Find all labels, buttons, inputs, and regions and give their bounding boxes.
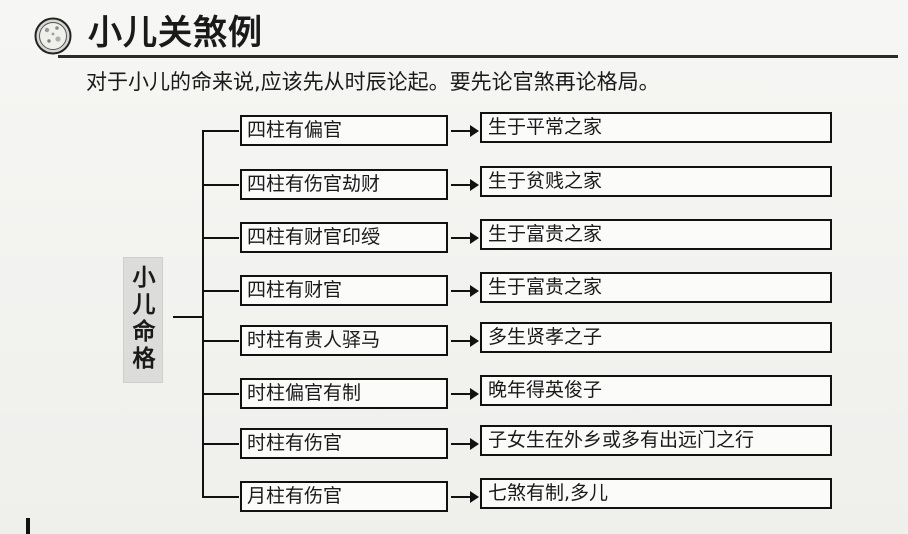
condition-text: 四柱有伤官劫财 [247, 173, 381, 195]
intro-paragraph: 对于小儿的命来说,应该先从时辰论起。要先论官煞再论格局。 [86, 70, 660, 94]
condition-text: 时柱有伤官 [247, 432, 343, 454]
result-text: 子女生在外乡或多有出远门之行 [488, 429, 755, 451]
branch-spine [202, 130, 204, 496]
section-header: 小儿关煞例 [18, 6, 908, 58]
arrow-icon [451, 285, 479, 297]
result-box: 生于贫贱之家 [480, 166, 832, 197]
root-label: 小 儿 命 格 [132, 265, 156, 372]
result-text: 生于贫贱之家 [488, 170, 603, 192]
result-box: 生于平常之家 [480, 112, 832, 143]
condition-box: 四柱有财官 [240, 275, 448, 306]
branch-line [202, 443, 239, 445]
condition-box: 时柱偏官有制 [240, 378, 448, 409]
result-text: 多生贤孝之子 [488, 326, 603, 348]
result-text: 七煞有制,多儿 [488, 482, 609, 504]
condition-box: 时柱有伤官 [240, 428, 448, 459]
result-box: 子女生在外乡或多有出远门之行 [480, 425, 832, 456]
condition-box: 月柱有伤官 [240, 481, 448, 512]
branch-line [202, 393, 239, 395]
page-corner-mark [26, 518, 30, 534]
condition-text: 四柱有偏官 [247, 119, 343, 141]
result-text: 晚年得英俊子 [488, 379, 603, 401]
condition-box: 四柱有伤官劫财 [240, 169, 448, 200]
arrow-icon [451, 491, 479, 503]
result-box: 生于富贵之家 [480, 272, 832, 303]
condition-text: 时柱有贵人驿马 [247, 329, 381, 351]
condition-box: 四柱有偏官 [240, 115, 448, 146]
branch-line [202, 237, 239, 239]
title-underline [58, 55, 898, 58]
arrow-icon [451, 232, 479, 244]
result-box: 生于富贵之家 [480, 219, 832, 250]
condition-box: 四柱有财官印绶 [240, 222, 448, 253]
branch-line [202, 290, 239, 292]
branch-line [202, 130, 239, 132]
arrow-icon [451, 179, 479, 191]
moon-icon [34, 17, 72, 55]
result-text: 生于富贵之家 [488, 223, 603, 245]
result-text: 生于富贵之家 [488, 276, 603, 298]
condition-text: 四柱有财官 [247, 279, 343, 301]
root-node: 小 儿 命 格 [123, 257, 163, 383]
arrow-icon [451, 125, 479, 137]
arrow-icon [451, 438, 479, 450]
condition-text: 时柱偏官有制 [247, 382, 362, 404]
result-box: 晚年得英俊子 [480, 375, 832, 406]
result-text: 生于平常之家 [488, 116, 603, 138]
condition-text: 四柱有财官印绶 [247, 226, 381, 248]
branch-line [202, 340, 239, 342]
condition-box: 时柱有贵人驿马 [240, 325, 448, 356]
result-box: 七煞有制,多儿 [480, 478, 832, 509]
page-title: 小儿关煞例 [88, 13, 263, 53]
branch-line [202, 184, 239, 186]
root-connector [173, 316, 203, 318]
arrow-icon [451, 335, 479, 347]
branch-line [202, 496, 239, 498]
arrow-icon [451, 388, 479, 400]
condition-text: 月柱有伤官 [247, 485, 343, 507]
result-box: 多生贤孝之子 [480, 322, 832, 353]
